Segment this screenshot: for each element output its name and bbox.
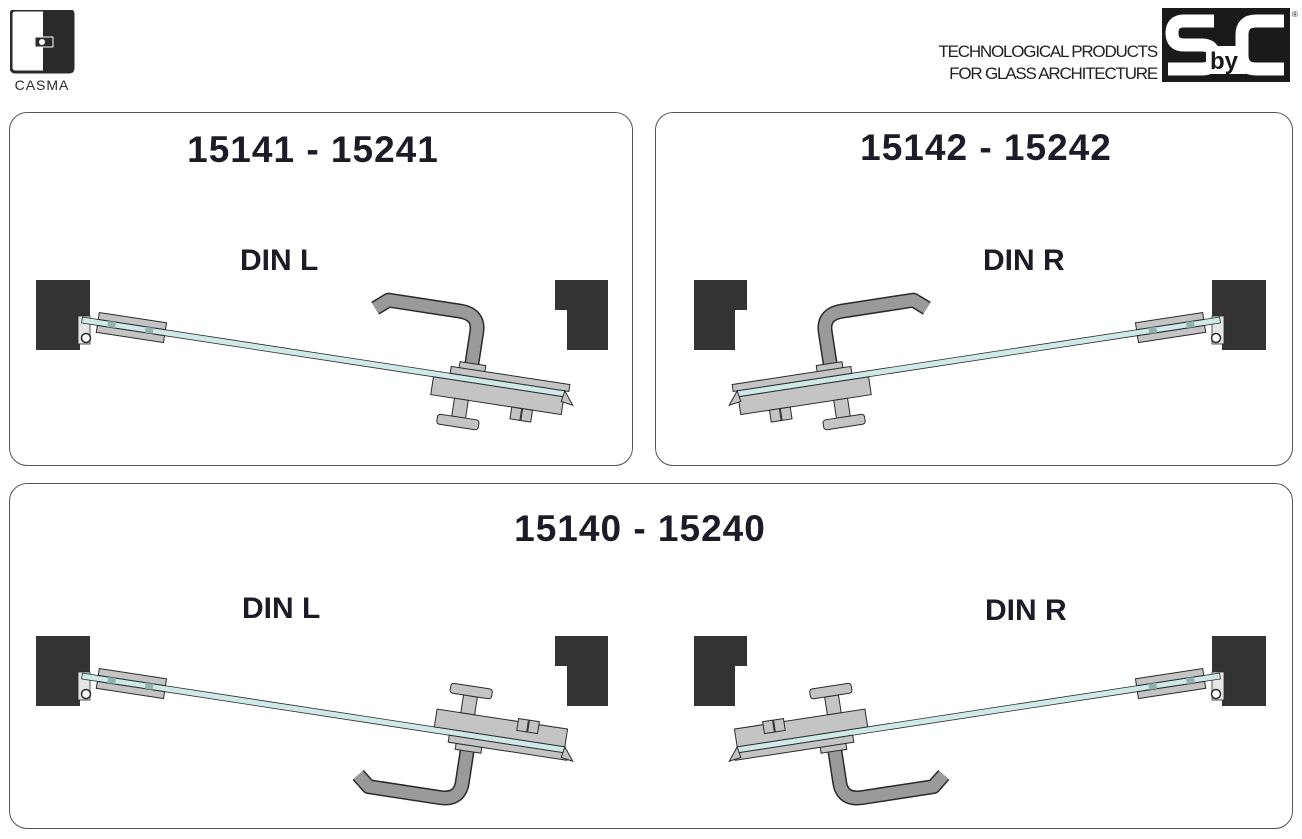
knob-stem	[451, 397, 469, 419]
glass-pane	[736, 316, 1221, 398]
wall-right	[555, 636, 608, 706]
glass-pane	[81, 316, 566, 398]
knob-icon	[436, 413, 480, 431]
knob-icon	[449, 682, 493, 700]
wall-left	[1212, 636, 1266, 706]
handle-hardware	[371, 292, 571, 431]
glass-edge-tip	[728, 745, 742, 763]
tagline-line-2: FOR GLASS ARCHITECTURE	[949, 64, 1158, 83]
hinge-pivot-icon	[80, 332, 92, 344]
wall-left	[1212, 280, 1266, 350]
glass-edge-tip	[560, 389, 574, 407]
glass-pane	[736, 672, 1221, 754]
sbyc-logo-icon: by ®	[1162, 8, 1298, 82]
din-label: DIN R	[983, 244, 1065, 277]
knob-stem	[833, 397, 851, 419]
casma-logo: CASMA	[9, 8, 76, 93]
registered-mark: ®	[1292, 10, 1298, 19]
knob-stem	[460, 694, 478, 716]
bolts	[516, 717, 540, 735]
handle-hardware	[733, 682, 950, 806]
hinge-pivot-icon	[1210, 332, 1222, 344]
handle-hardware	[731, 292, 931, 431]
din-label-left: DIN L	[242, 592, 321, 625]
glass-edge-tip	[560, 745, 574, 763]
tagline: TECHNOLOGICAL PRODUCTS FOR GLASS ARCHITE…	[938, 41, 1158, 85]
knob-icon	[809, 682, 853, 700]
casma-logo-text: CASMA	[15, 77, 70, 92]
wall-right	[694, 280, 747, 350]
bolts	[762, 717, 786, 735]
wall-left	[36, 280, 90, 350]
hinge-clamp	[95, 667, 168, 700]
drawing-din-l-handle-down	[36, 636, 608, 806]
bolts	[768, 406, 793, 423]
tagline-line-1: TECHNOLOGICAL PRODUCTS	[938, 42, 1158, 61]
panel-15141-15241: 15141 - 15241 DIN L	[9, 112, 633, 466]
din-label: DIN L	[240, 244, 319, 277]
glass-pane	[81, 672, 566, 754]
logo-letter-c	[1235, 14, 1284, 76]
glass-edge-tip	[728, 389, 742, 407]
hinge-clamp	[1134, 311, 1207, 344]
panel-15140-15240: 15140 - 15240 DIN L DIN R	[9, 483, 1293, 829]
bolts	[509, 406, 534, 423]
drawing-din-r-handle-down	[694, 636, 1266, 806]
product-code: 15141 - 15241	[187, 129, 439, 170]
wall-right	[555, 280, 608, 350]
wall-right	[694, 636, 747, 706]
wall-left	[36, 636, 90, 706]
hinge-pivot-icon	[1210, 688, 1222, 700]
handle-hardware	[352, 682, 569, 806]
drawing-din-r-handle-up	[694, 280, 1266, 431]
knob-stem	[824, 694, 842, 716]
product-code: 15142 - 15242	[860, 127, 1112, 168]
product-code: 15140 - 15240	[514, 508, 766, 549]
sbyc-logo: by ®	[1162, 8, 1302, 82]
hinge-clamp	[1134, 667, 1207, 700]
drawing-din-l-handle-up	[36, 280, 608, 431]
knob-icon	[822, 413, 866, 431]
casma-door-logo-icon: CASMA	[9, 8, 75, 93]
logo-by-text: by	[1210, 48, 1239, 75]
hinge-clamp	[95, 311, 168, 344]
hinge-pivot-icon	[80, 688, 92, 700]
din-label-right: DIN R	[985, 594, 1067, 627]
